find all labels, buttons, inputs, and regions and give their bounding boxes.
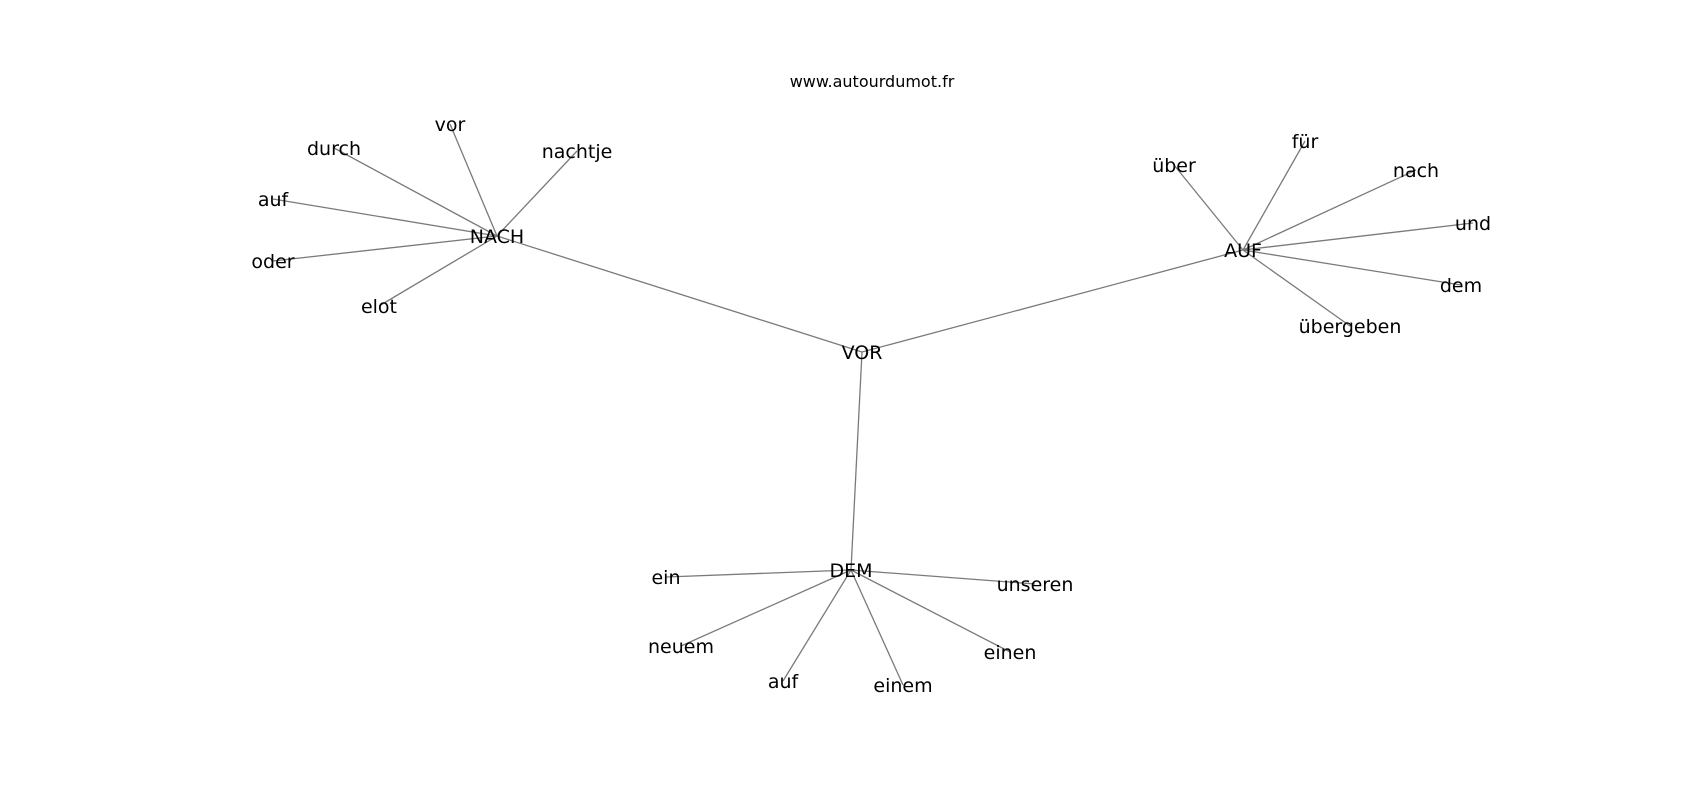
leaf-node[interactable]: elot <box>361 296 397 318</box>
leaf-node[interactable]: vor <box>435 114 466 136</box>
edge-auf-0 <box>1173 164 1244 251</box>
hub-node-auf[interactable]: AUF <box>1224 240 1262 262</box>
leaf-node[interactable]: durch <box>307 138 361 160</box>
leaf-node[interactable]: nach <box>1393 160 1439 182</box>
leaf-node[interactable]: unseren <box>997 574 1074 596</box>
edge-center-dem <box>850 351 863 571</box>
leaf-node[interactable]: und <box>1455 213 1491 235</box>
edge-dem-5 <box>850 569 1011 653</box>
center-node[interactable]: VOR <box>842 342 883 364</box>
leaf-node[interactable]: für <box>1292 131 1319 153</box>
edge-auf-5 <box>1242 249 1351 327</box>
graph-edges <box>272 123 1474 686</box>
leaf-node[interactable]: auf <box>768 671 800 693</box>
leaf-node[interactable]: übergeben <box>1299 316 1402 338</box>
leaf-node[interactable]: auf <box>258 189 290 211</box>
hub-node-dem[interactable]: DEM <box>829 560 872 582</box>
leaf-node[interactable]: dem <box>1440 275 1482 297</box>
edge-nach-2 <box>496 150 578 237</box>
leaf-node[interactable]: ein <box>651 567 680 589</box>
edge-dem-0 <box>665 569 852 578</box>
leaf-node[interactable]: über <box>1152 155 1196 177</box>
edge-center-auf <box>861 249 1244 353</box>
edge-dem-4 <box>850 569 904 686</box>
edge-auf-4 <box>1242 249 1462 286</box>
leaf-node[interactable]: oder <box>251 251 294 273</box>
edge-dem-1 <box>850 569 1036 585</box>
edge-nach-0 <box>333 147 498 237</box>
edge-auf-2 <box>1242 169 1417 251</box>
hub-node-nach[interactable]: NACH <box>470 226 524 248</box>
edge-center-nach <box>496 235 863 353</box>
edge-nach-1 <box>449 123 498 237</box>
leaf-node[interactable]: nachtje <box>542 141 613 163</box>
edge-nach-5 <box>378 235 498 307</box>
leaf-node[interactable]: einem <box>873 675 932 697</box>
edge-nach-4 <box>272 235 498 262</box>
graph-labels: www.autourdumot.fr VOR NACH durch vor nachtj… <box>251 72 1491 697</box>
edge-auf-1 <box>1242 140 1306 251</box>
site-watermark: www.autourdumot.fr <box>790 72 955 91</box>
edge-dem-3 <box>782 569 852 682</box>
leaf-node[interactable]: einen <box>984 642 1037 664</box>
leaf-node[interactable]: neuem <box>648 636 714 658</box>
edge-nach-3 <box>272 198 498 237</box>
edge-auf-3 <box>1242 222 1474 251</box>
edge-dem-2 <box>680 569 852 647</box>
